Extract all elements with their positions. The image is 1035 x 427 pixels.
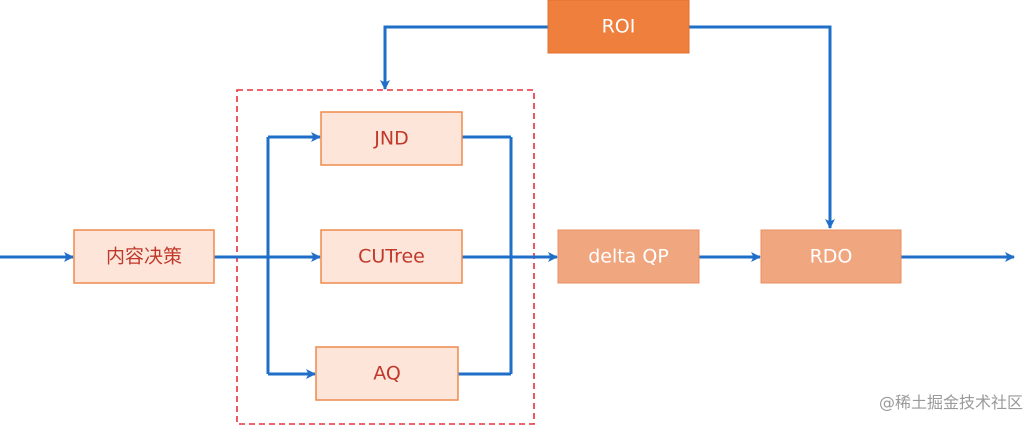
- rdo-node: RDO: [760, 229, 902, 284]
- content-decision-node: 内容决策: [73, 229, 215, 284]
- content-decision-label: 内容决策: [106, 246, 182, 268]
- cutree-node: CUTree: [320, 229, 463, 284]
- rdo-label: RDO: [810, 246, 853, 268]
- roi-label: ROI: [602, 16, 636, 38]
- aq-label: AQ: [373, 363, 401, 385]
- roi-node: ROI: [547, 0, 690, 54]
- jnd-node: JND: [320, 111, 463, 166]
- cutree-label: CUTree: [358, 246, 425, 268]
- delta-qp-label: delta QP: [588, 246, 669, 268]
- connectors: [0, 25, 1015, 379]
- delta-qp-node: delta QP: [557, 229, 700, 284]
- arrow-roi-to-group: [380, 25, 548, 90]
- arrow-roi-to-rdo: [689, 25, 835, 229]
- watermark-text: @稀土掘金技术社区: [878, 393, 1023, 412]
- jnd-label: JND: [373, 128, 408, 150]
- aq-node: AQ: [315, 346, 459, 401]
